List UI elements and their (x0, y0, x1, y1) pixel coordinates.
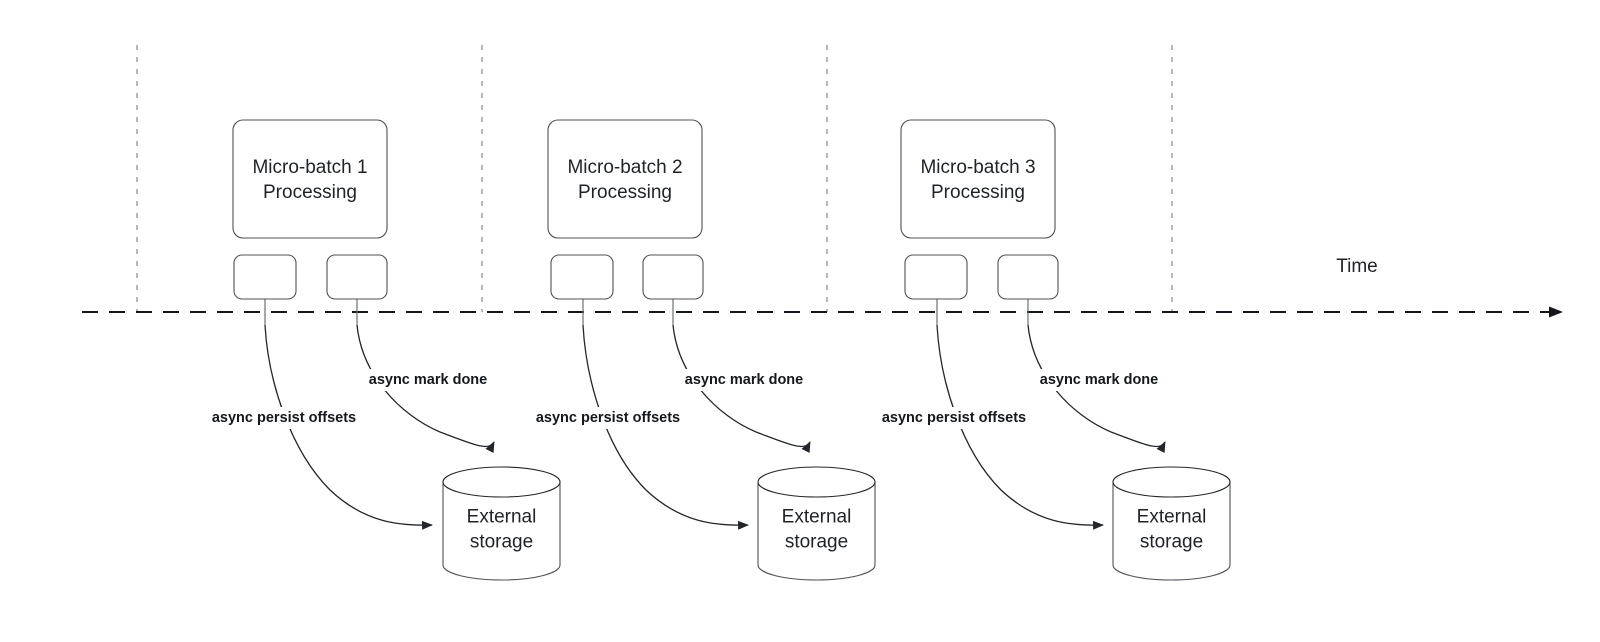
batch-1-label-line2: Processing (263, 182, 357, 203)
async-mark-done-2-label: async mark done (685, 372, 803, 388)
batch-1-label-line1: Micro-batch 1 (252, 157, 367, 178)
task-box-3b[interactable] (997, 254, 1059, 300)
time-axis-label: Time (1336, 256, 1378, 277)
external-storage-2-body[interactable] (757, 481, 876, 581)
async-mark-done-3-label: async mark done (1040, 372, 1158, 388)
batch-3-box[interactable] (900, 119, 1056, 239)
external-storage-3-group: External storage (1112, 466, 1231, 581)
async-mark-done-1-path (356, 324, 495, 453)
async-persist-offsets-2-label-bg (520, 407, 696, 429)
async-mark-done-2-label-bg (679, 369, 809, 391)
async-mark-done-3-label-bg (1034, 369, 1164, 391)
external-storage-1-label-line2: storage (470, 532, 533, 553)
async-persist-offsets-2-path (582, 324, 749, 530)
external-storage-1-label-line1: External (467, 507, 537, 528)
batch-2-label-line2: Processing (578, 182, 672, 203)
external-storage-2-label-line1: External (782, 507, 852, 528)
task-box-2b[interactable] (642, 254, 704, 300)
async-mark-done-2-path (672, 324, 811, 453)
external-storage-3-label-line1: External (1137, 507, 1207, 528)
async-mark-done-3-path (1027, 324, 1166, 453)
edges-group (264, 324, 1166, 530)
async-persist-offsets-3-path (936, 324, 1104, 530)
task-box-1a[interactable] (233, 254, 297, 300)
external-storage-3-body[interactable] (1112, 481, 1231, 581)
batch-2-label-line1: Micro-batch 2 (567, 157, 682, 178)
async-mark-done-1-label: async mark done (369, 372, 487, 388)
task-box-2a[interactable] (550, 254, 614, 300)
async-persist-offsets-3-label: async persist offsets (882, 410, 1026, 426)
timeline-group: Time (82, 256, 1563, 318)
external-storage-1-top (442, 466, 561, 498)
async-persist-offsets-2-label: async persist offsets (536, 410, 680, 426)
async-persist-offsets-1-path (264, 324, 433, 530)
batch-2-group: Micro-batch 2 Processing (547, 119, 704, 325)
batch-3-group: Micro-batch 3 Processing (900, 119, 1059, 325)
async-persist-offsets-1-label-bg (196, 407, 372, 429)
batch-3-label-line2: Processing (931, 182, 1025, 203)
external-storage-2-top (757, 466, 876, 498)
external-storage-1-group: External storage (442, 466, 561, 581)
external-storage-2-label-line2: storage (785, 532, 848, 553)
external-storage-3-top (1112, 466, 1231, 498)
tick-lines-group (136, 45, 1173, 312)
async-persist-offsets-3-label-bg (866, 407, 1042, 429)
batch-3-label-line1: Micro-batch 3 (920, 157, 1035, 178)
external-storage-1-body[interactable] (442, 481, 561, 581)
batch-1-box[interactable] (232, 119, 388, 239)
external-storage-2-group: External storage (757, 466, 876, 581)
batch-1-group: Micro-batch 1 Processing (232, 119, 388, 325)
async-persist-offsets-1-label: async persist offsets (212, 410, 356, 426)
async-mark-done-1-label-bg (363, 369, 493, 391)
task-box-1b[interactable] (326, 254, 388, 300)
task-box-3a[interactable] (904, 254, 968, 300)
external-storage-3-label-line2: storage (1140, 532, 1203, 553)
edge-labels-group: async persist offsets async mark done asyn… (196, 369, 1164, 429)
nodes-group: Micro-batch 1 Processing Micro-batch 2 Proc… (232, 119, 1231, 581)
batch-2-box[interactable] (547, 119, 703, 239)
